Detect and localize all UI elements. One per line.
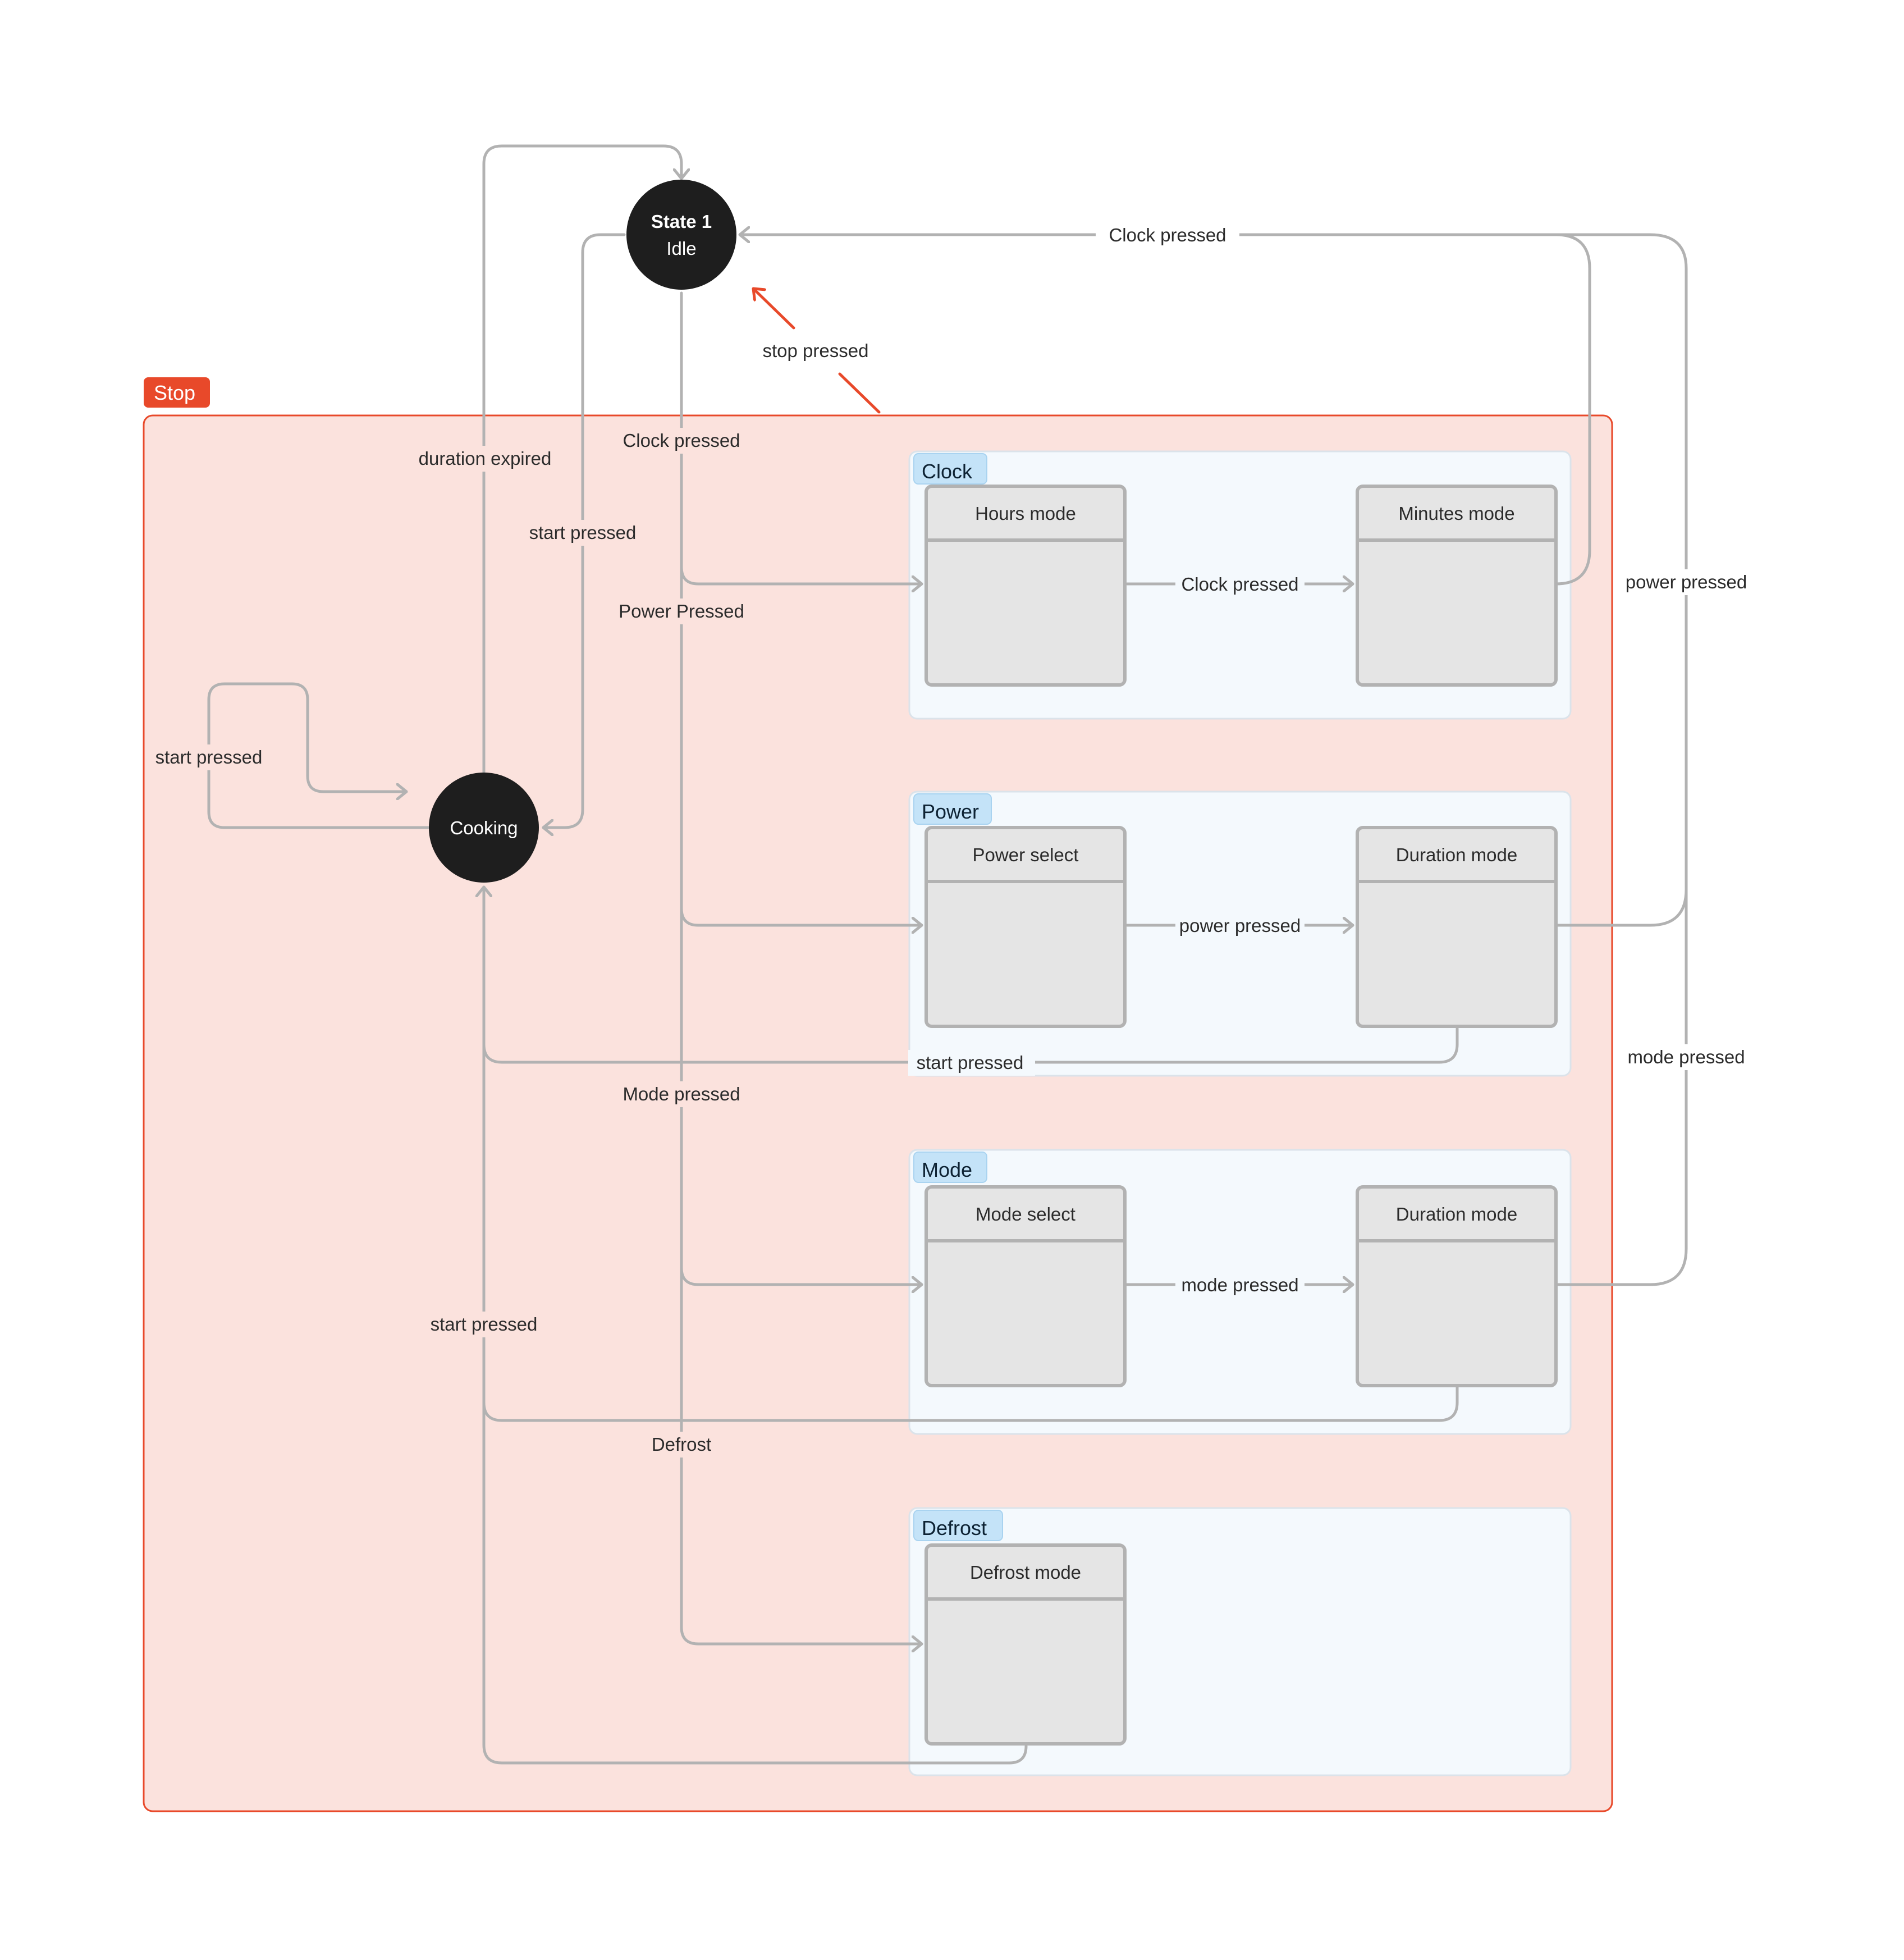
label-clock-inner: Clock pressed [1181, 574, 1298, 595]
label-power-inner: power pressed [1179, 915, 1301, 936]
edge-duration-expired [482, 144, 681, 774]
state-power-select-label: Power select [973, 844, 1079, 865]
label-idle-power: Power Pressed [619, 601, 744, 622]
label-power-back: power pressed [1626, 572, 1747, 592]
edge-mode-back [1554, 888, 1688, 1286]
label-clock-back: Clock pressed [1109, 225, 1226, 245]
state-defrost-mode-label: Defrost mode [970, 1562, 1081, 1583]
label-mode-start: start pressed [431, 1314, 538, 1335]
label-duration-expired: duration expired [419, 448, 552, 469]
group-power-title: Power [922, 800, 979, 823]
edge-stop-pressed-b [838, 372, 881, 414]
label-idle-clock: Clock pressed [623, 430, 740, 451]
state-defrost-mode: Defrost mode [924, 1543, 1127, 1746]
label-stop-pressed: stop pressed [763, 340, 869, 361]
node-cooking-label: Cooking [450, 817, 518, 838]
edge-idle-clock [680, 565, 923, 584]
edge-defrost-start [484, 885, 1028, 1765]
state-minutes-mode-label: Minutes mode [1398, 503, 1514, 524]
node-idle: State 1 Idle [626, 180, 736, 290]
edge-idle-mode [680, 1266, 923, 1285]
stop-group-tag [144, 377, 210, 408]
label-idle-defrost: Defrost [652, 1434, 711, 1455]
label-cooking-self: start pressed [155, 747, 263, 767]
stop-group-title: Stop [154, 381, 195, 404]
state-mode-duration-mode: Duration mode [1356, 1185, 1558, 1387]
label-mode-inner: mode pressed [1181, 1274, 1298, 1295]
node-idle-line1: State 1 [651, 211, 712, 232]
group-mode-title: Mode [922, 1158, 972, 1181]
node-cooking: Cooking [429, 773, 539, 883]
label-power-start: start pressed [917, 1052, 1024, 1073]
state-hours-mode-label: Hours mode [975, 503, 1076, 524]
node-idle-line2: Idle [666, 238, 696, 259]
stop-group [143, 414, 1613, 1812]
edge-idle-defrost [680, 1625, 923, 1644]
state-power-duration-label: Duration mode [1396, 844, 1517, 865]
state-hours-mode: Hours mode [924, 485, 1127, 687]
edge-idle-power [680, 907, 923, 925]
edge-clock-back [738, 235, 1591, 586]
state-mode-select: Mode select [924, 1185, 1127, 1387]
edge-cooking-self [207, 682, 431, 829]
state-power-duration-mode: Duration mode [1356, 826, 1558, 1028]
state-mode-select-label: Mode select [976, 1204, 1075, 1225]
label-mode-back: mode pressed [1627, 1047, 1745, 1067]
state-minutes-mode: Minutes mode [1356, 485, 1558, 687]
group-clock-title: Clock [922, 460, 973, 483]
state-power-select: Power select [924, 826, 1127, 1028]
group-defrost-title: Defrost [922, 1516, 987, 1539]
label-idle-mode: Mode pressed [623, 1084, 740, 1104]
label-idle-start: start pressed [529, 522, 637, 543]
edge-stop-pressed-a [752, 287, 795, 330]
state-mode-duration-label: Duration mode [1396, 1204, 1517, 1225]
